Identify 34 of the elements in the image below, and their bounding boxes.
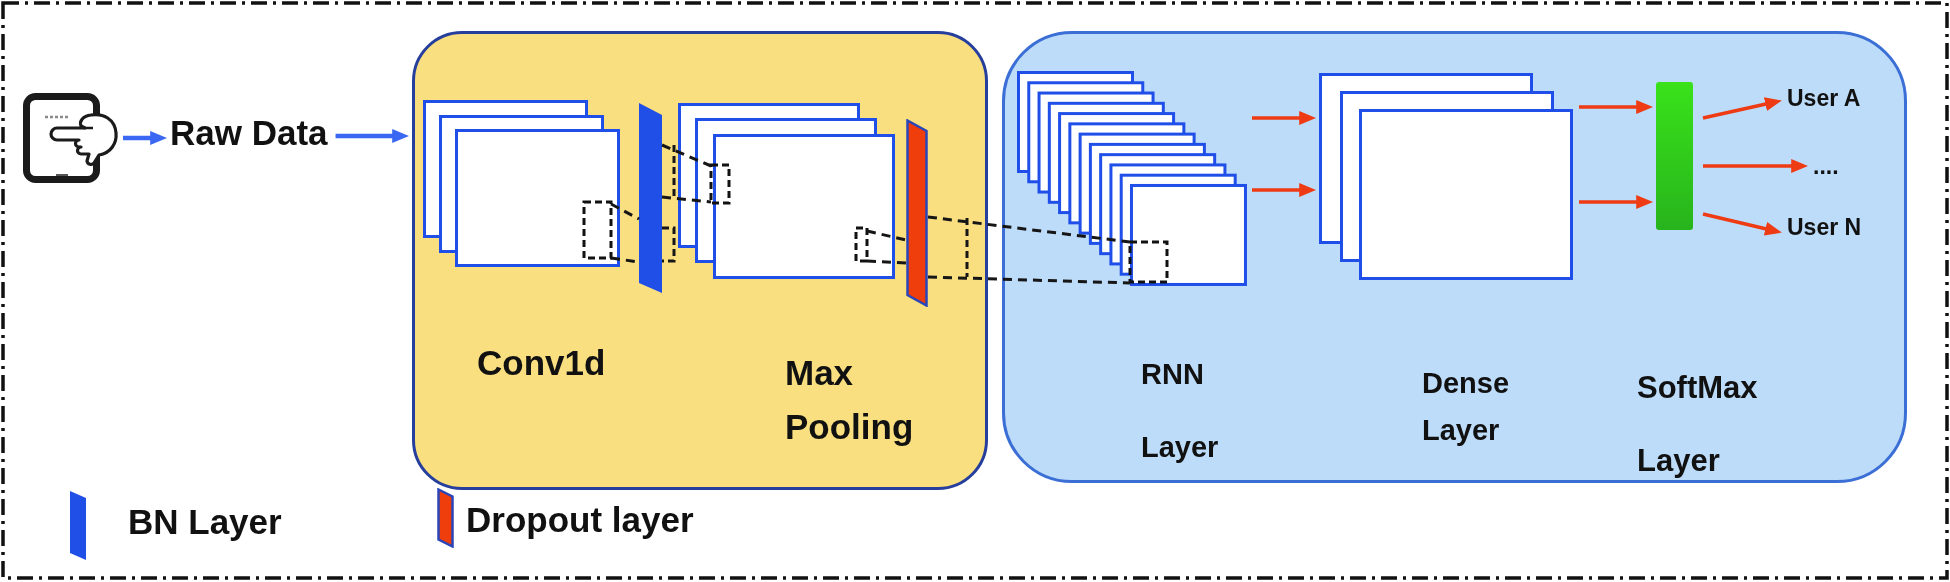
arrow — [1579, 100, 1653, 114]
dashed-projection-line — [865, 229, 908, 265]
layer-caption: Max Pooling — [785, 352, 914, 448]
arrow — [1702, 212, 1782, 236]
dashed-projection-line — [926, 215, 1132, 285]
legend-label: Dropout layer — [466, 499, 694, 541]
output-label: User A — [1787, 84, 1861, 112]
module-panel — [412, 31, 988, 490]
layer-caption: RNN Layer — [1141, 357, 1219, 465]
normalization-bar — [639, 103, 662, 293]
feature-map-stack — [1017, 71, 1247, 286]
ellipsis-label: .... — [1813, 152, 1839, 180]
module-panel — [1002, 31, 1907, 483]
arrow — [1252, 183, 1316, 197]
arrow — [1252, 111, 1316, 125]
layer-caption: Dense Layer — [1422, 366, 1510, 448]
dropout-bar — [906, 119, 928, 307]
arrow — [1579, 195, 1653, 209]
layer-caption: Conv1d — [477, 342, 606, 384]
arrow — [1703, 159, 1808, 173]
input-label: Raw Data — [170, 112, 328, 154]
dashed-projection-line — [609, 202, 641, 264]
legend-label: BN Layer — [128, 501, 282, 543]
arrow — [335, 129, 409, 143]
arrow — [123, 131, 167, 145]
output-label: User N — [1787, 213, 1862, 241]
feature-map-stack — [678, 103, 895, 279]
dense-layer-stack — [1319, 73, 1573, 280]
layer-caption: SoftMax Layer — [1637, 369, 1758, 480]
arrow — [1702, 97, 1782, 120]
tablet-hand-icon — [23, 93, 119, 183]
softmax-bar — [1656, 82, 1693, 230]
feature-map-stack — [423, 100, 620, 267]
dashed-projection-line — [660, 143, 713, 204]
